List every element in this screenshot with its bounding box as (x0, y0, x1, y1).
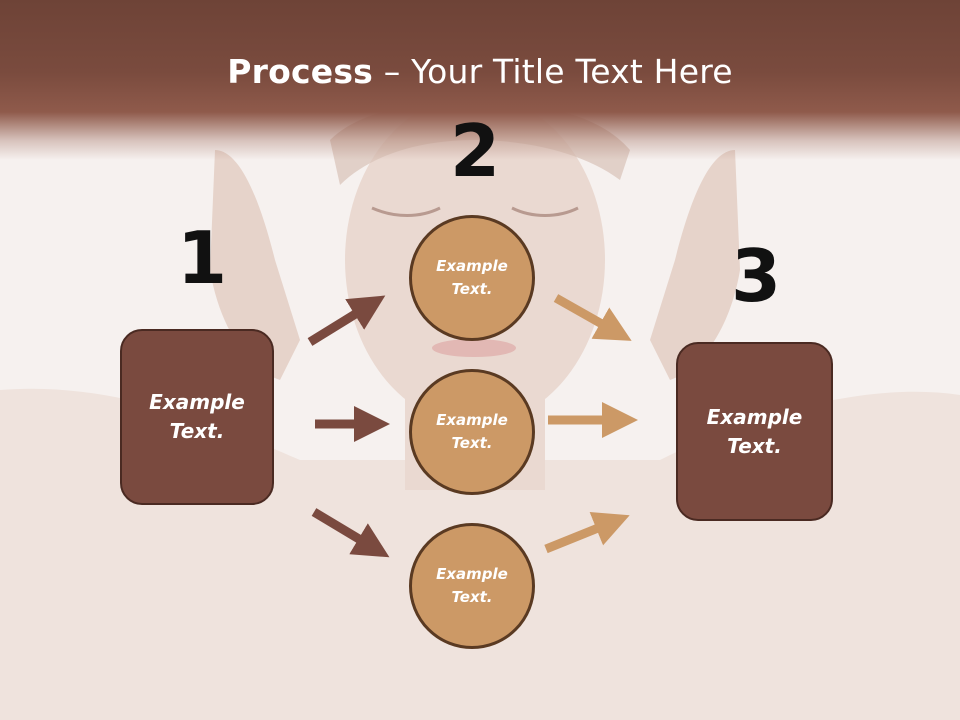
right-box-line1: Example (706, 404, 803, 429)
title-bold: Process (227, 52, 374, 91)
arrow-top-to-right (553, 294, 632, 341)
slide-title: Process – Your Title Text Here (0, 52, 960, 91)
circle-middle-line1: Example (436, 411, 508, 429)
arrow-left-to-bottom (311, 508, 390, 558)
circle-top-line1: Example (436, 257, 508, 275)
title-rest: – Your Title Text Here (373, 52, 733, 91)
right-box-line2: Text. (727, 433, 782, 458)
arrow-left-to-top (307, 295, 386, 346)
arrow-bottom-to-right (544, 512, 630, 554)
step-number-2: 2 (450, 109, 501, 193)
left-box-line2: Text. (169, 419, 225, 443)
step-number-1: 1 (177, 216, 228, 300)
circle-bottom-line2: Text. (451, 588, 493, 606)
circle-bottom-line1: Example (436, 565, 508, 583)
circle-middle-line2: Text. (451, 434, 493, 452)
title-bar (0, 0, 960, 160)
left-box-line1: Example (149, 390, 245, 414)
circle-top-line2: Text. (451, 280, 493, 298)
step-number-3: 3 (731, 234, 782, 318)
